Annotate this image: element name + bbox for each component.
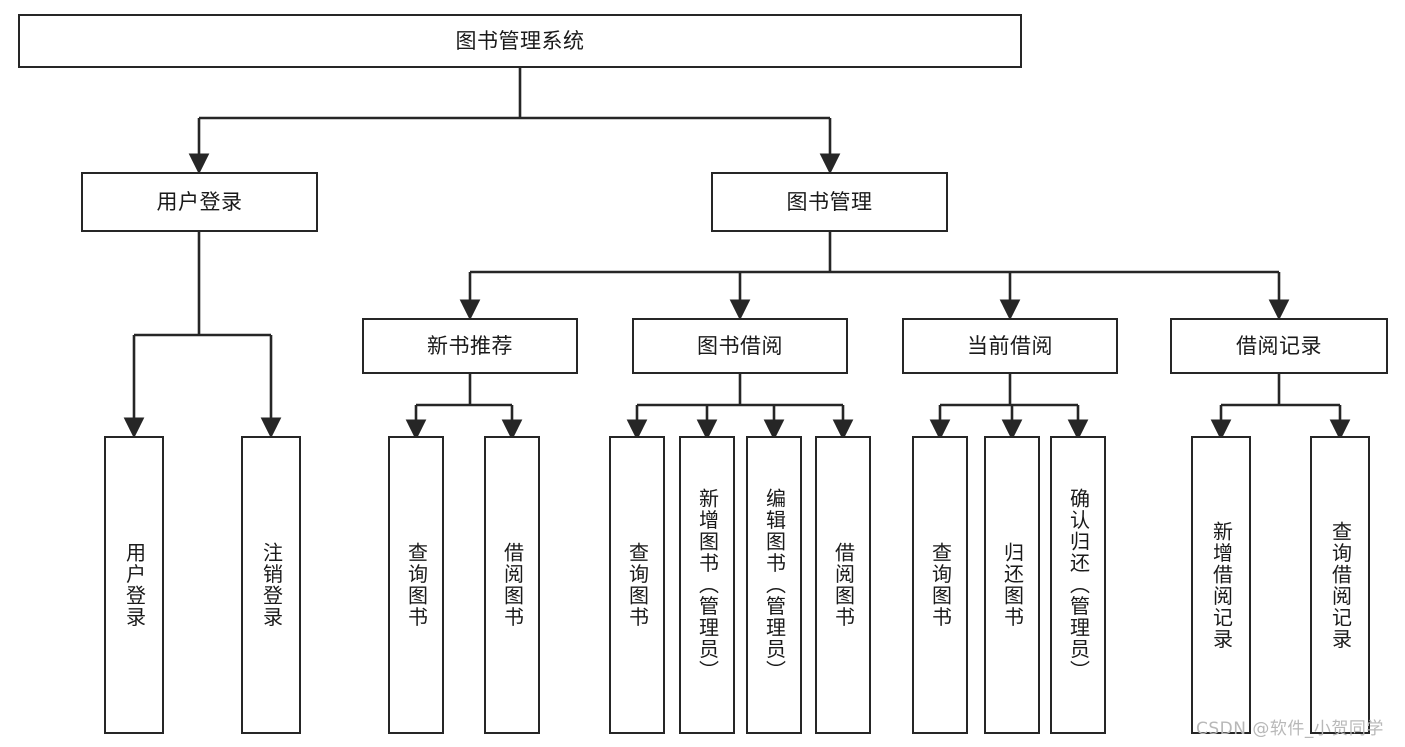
node-book-borrow-label: 图书借阅: [697, 333, 783, 358]
node-leaf-query-book-recommend-label: 查询图书: [404, 542, 429, 628]
node-user-login[interactable]: 用户登录: [81, 172, 318, 232]
node-leaf-add-borrow-record-label: 新增借阅记录: [1209, 520, 1234, 650]
node-leaf-borrow-book-recommend[interactable]: 借阅图书: [484, 436, 540, 734]
node-new-book-recommend[interactable]: 新书推荐: [362, 318, 578, 374]
node-leaf-logout-login[interactable]: 注销登录: [241, 436, 301, 734]
node-leaf-query-book-current[interactable]: 查询图书: [912, 436, 968, 734]
node-leaf-add-book-admin-label: 新增图书（管理员）: [695, 488, 720, 682]
node-leaf-query-book-borrow[interactable]: 查询图书: [609, 436, 665, 734]
node-leaf-edit-book-admin[interactable]: 编辑图书（管理员）: [746, 436, 802, 734]
node-leaf-logout-login-label: 注销登录: [259, 542, 284, 628]
node-leaf-confirm-return-admin[interactable]: 确认归还（管理员）: [1050, 436, 1106, 734]
node-book-management-label: 图书管理: [786, 189, 873, 214]
node-root-label: 图书管理系统: [455, 28, 585, 53]
node-book-management[interactable]: 图书管理: [711, 172, 948, 232]
node-leaf-return-book[interactable]: 归还图书: [984, 436, 1040, 734]
node-leaf-add-borrow-record[interactable]: 新增借阅记录: [1191, 436, 1251, 734]
node-borrow-record-label: 借阅记录: [1236, 333, 1322, 358]
node-root[interactable]: 图书管理系统: [18, 14, 1022, 68]
node-leaf-user-login[interactable]: 用户登录: [104, 436, 164, 734]
node-leaf-user-login-label: 用户登录: [122, 542, 147, 628]
node-leaf-borrow-book-label: 借阅图书: [831, 542, 856, 628]
node-leaf-edit-book-admin-label: 编辑图书（管理员）: [762, 488, 787, 682]
node-borrow-record[interactable]: 借阅记录: [1170, 318, 1388, 374]
node-book-borrow[interactable]: 图书借阅: [632, 318, 848, 374]
node-new-book-recommend-label: 新书推荐: [427, 333, 513, 358]
node-leaf-query-borrow-record-label: 查询借阅记录: [1328, 520, 1353, 650]
csdn-watermark: CSDN @软件_小贺同学: [1196, 719, 1384, 739]
node-leaf-query-borrow-record[interactable]: 查询借阅记录: [1310, 436, 1370, 734]
node-user-login-label: 用户登录: [156, 189, 243, 214]
node-leaf-query-book-borrow-label: 查询图书: [625, 542, 650, 628]
node-leaf-return-book-label: 归还图书: [1000, 542, 1025, 628]
node-leaf-borrow-book-recommend-label: 借阅图书: [500, 542, 525, 628]
node-leaf-borrow-book[interactable]: 借阅图书: [815, 436, 871, 734]
node-current-borrow-label: 当前借阅: [967, 333, 1053, 358]
node-leaf-add-book-admin[interactable]: 新增图书（管理员）: [679, 436, 735, 734]
node-leaf-query-book-current-label: 查询图书: [928, 542, 953, 628]
node-leaf-confirm-return-admin-label: 确认归还（管理员）: [1066, 488, 1091, 682]
node-current-borrow[interactable]: 当前借阅: [902, 318, 1118, 374]
node-leaf-query-book-recommend[interactable]: 查询图书: [388, 436, 444, 734]
